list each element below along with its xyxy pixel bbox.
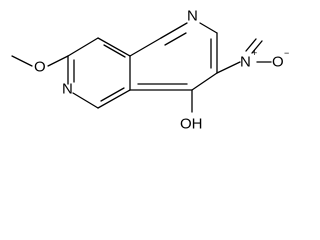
bond-nitro-n-o-top [251,40,263,54]
nitro-nitrogen-label: N [240,54,251,71]
chemical-structure-drawing: N N O N + O − OH [11,8,289,133]
ring-nitrogen-top-label: N [187,8,198,25]
double-bond-inner-c3-c4 [103,44,126,58]
atom-label-layer: N N O N + O − OH [34,8,289,133]
nitro-oxygen-charge: − [284,48,289,58]
double-bond-inner-c8a-c4a [100,87,125,102]
bond-c4b-n-top [160,22,188,39]
bond-nitro-n-o-top-double [245,38,257,52]
bond-c3-c4 [97,37,131,57]
bond-c-nitro-c-oh [191,72,218,91]
nitro-oxygen-label: O [272,54,284,71]
bond-layer [11,22,272,113]
double-bond-inner-c4b-n [164,32,187,46]
bond-o-methyl [11,55,33,67]
bond-c4-c4b [129,37,162,57]
bond-n1-c8a [72,92,99,109]
nitro-nitrogen-charge: + [252,48,257,58]
bond-c8a-c4a [97,89,131,109]
bond-c2-o-methoxy [47,55,69,67]
bond-c2-c3 [67,37,99,57]
bond-n-top-c [199,22,218,34]
methoxy-oxygen-label: O [34,59,46,76]
hydroxyl-label: OH [180,116,203,133]
bond-c-nitro-n [216,61,241,74]
ring-nitrogen-bottom-label: N [62,81,73,98]
